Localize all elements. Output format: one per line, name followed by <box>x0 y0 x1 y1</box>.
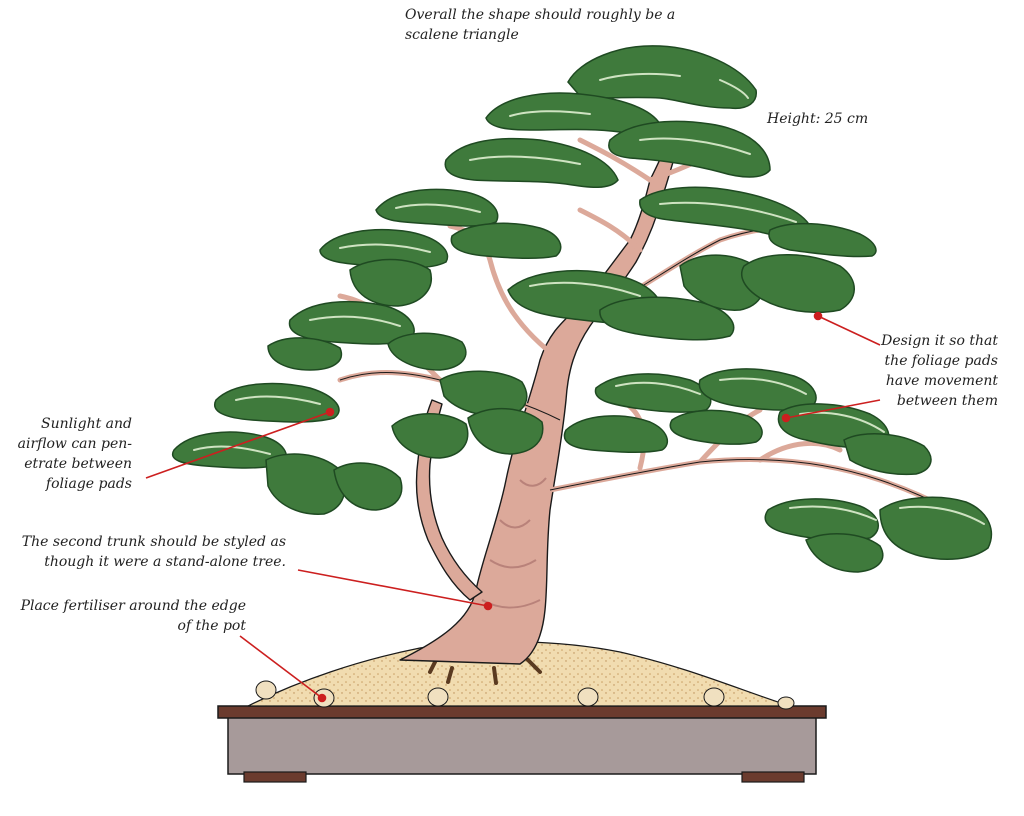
annotation-design-line-1: Design it so that <box>881 333 998 349</box>
foliage-pad-left-dangle <box>265 453 346 515</box>
foliage-pad-right-tip <box>879 496 992 561</box>
pointer-movement <box>785 399 881 419</box>
pointer-dot-fertiliser <box>317 693 327 703</box>
pointer-dot-sunlight <box>325 407 335 417</box>
foliage-pad-right-low-7 <box>764 498 880 541</box>
annotation-sunlight: Sunlight and airflow can pen- etrate bet… <box>18 414 132 494</box>
foliage-pad-left-3 <box>349 258 432 307</box>
second-trunk <box>415 399 483 601</box>
annotation-height-text: Height: 25 cm <box>767 111 869 127</box>
pot-foot-left <box>243 771 307 783</box>
annotation-fertiliser: Place fertiliser around the edge of the … <box>21 596 246 636</box>
bonsai-pot <box>217 705 827 783</box>
annotation-shape-line-1: Overall the shape should roughly be a <box>405 7 676 23</box>
pointer-dot-design <box>813 311 823 321</box>
foliage-pad-upper-right <box>608 120 771 178</box>
pointer-second-trunk <box>297 569 489 607</box>
annotation-sunlight-line-2: airflow can pen- <box>17 436 132 452</box>
foliage-pad-center-right <box>599 296 735 341</box>
annotation-sunlight-line-3: etrate between <box>24 456 132 472</box>
pointer-dot-movement <box>781 413 791 423</box>
pointer-fertiliser <box>239 635 323 699</box>
annotation-sunlight-line-4: foliage pads <box>45 476 132 492</box>
annotation-height: Height: 25 cm <box>767 109 868 129</box>
foliage-pad-left-5 <box>267 337 343 371</box>
pointer-sunlight <box>145 411 331 479</box>
foliage-pad-right-low-3 <box>563 415 669 454</box>
foliage-pad-right-low-6 <box>843 433 932 476</box>
foliage-pad-right-far <box>740 254 855 314</box>
foliage-pad-right-low-8 <box>805 533 884 573</box>
foliage-pad-center-trunk-2 <box>391 413 469 459</box>
foliage-pad-left-6 <box>214 382 340 423</box>
trunk-shading <box>481 477 547 609</box>
fertiliser-pellet <box>577 687 599 707</box>
foliage-pad-left-1 <box>375 188 499 227</box>
foliage-pad-right-3 <box>768 222 877 258</box>
annotation-pointers <box>145 311 881 703</box>
fertiliser-pellet <box>777 696 795 710</box>
annotation-second-trunk-line-1: The second trunk should be styled as <box>21 534 286 550</box>
foliage-pad-apex <box>567 45 757 110</box>
fertiliser-pellet <box>255 680 277 700</box>
annotation-design-line-4: between them <box>896 393 998 409</box>
annotation-design-line-2: the foliage pads <box>884 353 998 369</box>
foliage-pad-center-trunk <box>439 370 528 418</box>
fertiliser-pellet <box>703 687 725 707</box>
pot-body <box>227 715 817 775</box>
foliage-pad-center-trunk-3 <box>467 408 544 455</box>
pot-foot-right <box>741 771 805 783</box>
annotation-sunlight-line-1: Sunlight and <box>41 416 132 432</box>
annotation-shape: Overall the shape should roughly be a sc… <box>405 5 675 45</box>
soil-stakes <box>428 658 542 685</box>
foliage-pad-right-low-4 <box>669 409 763 445</box>
foliage-pad-right-low-1 <box>594 373 712 413</box>
foliage-pad-upper-mid <box>444 137 619 188</box>
pointer-design <box>817 315 881 346</box>
fertiliser-pellet <box>427 687 449 707</box>
pointer-dot-second-trunk <box>483 601 493 611</box>
foliage-pad-center-low <box>387 332 467 371</box>
annotation-design-line-3: have movement <box>885 373 998 389</box>
annotation-second-trunk-line-2: though it were a stand-alone tree. <box>44 554 286 570</box>
annotation-shape-line-2: scalene triangle <box>405 27 519 43</box>
foliage-pad-mid <box>450 222 562 260</box>
foliage-pads <box>171 45 992 573</box>
foliage-highlights <box>193 72 985 525</box>
annotation-fertiliser-line-2: of the pot <box>177 618 246 634</box>
pot-rim <box>217 705 827 719</box>
annotation-fertiliser-line-1: Place fertiliser around the edge <box>20 598 246 614</box>
foliage-pad-left-dangle-2 <box>333 462 403 511</box>
foliage-pad-left-2 <box>319 229 449 269</box>
annotation-second-trunk: The second trunk should be styled as tho… <box>22 532 286 572</box>
annotation-design: Design it so that the foliage pads have … <box>881 331 998 411</box>
